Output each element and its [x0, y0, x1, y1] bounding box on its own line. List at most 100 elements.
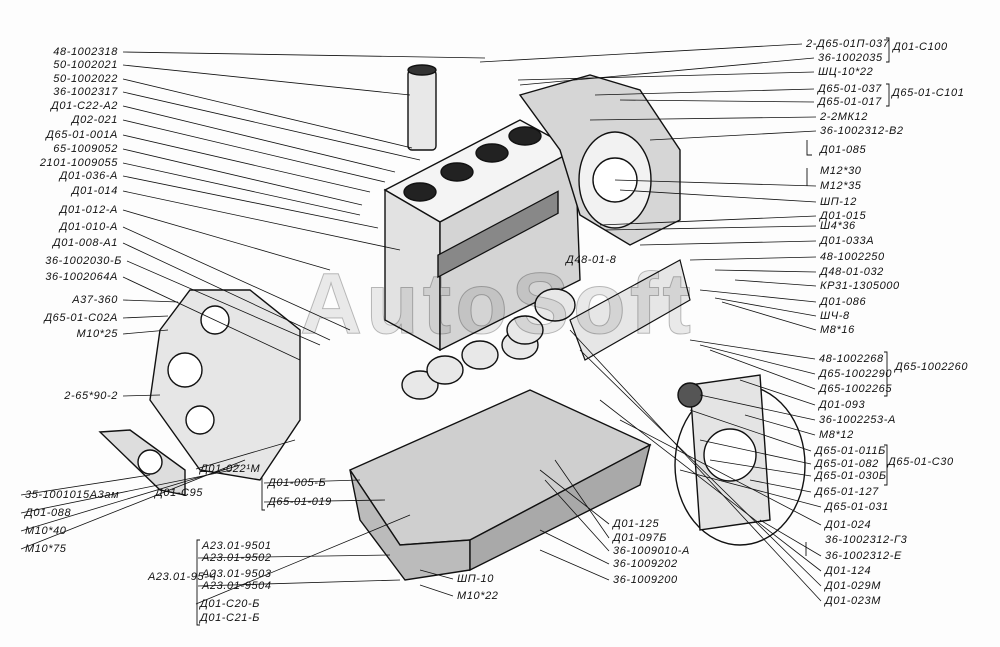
part-label: Д01-036-А — [59, 170, 118, 182]
part-label: КР31-1305000 — [820, 280, 900, 292]
part-label: 36-1002035 — [818, 52, 883, 64]
part-label: Д01-С20-Б — [200, 598, 261, 610]
leader-line — [20, 459, 246, 550]
part-label: Д01-125 — [613, 518, 660, 530]
part-label: Д01-093 — [819, 399, 866, 411]
leader-line — [419, 584, 454, 597]
part-label: Д65-1002260 — [895, 361, 969, 373]
part-label: Д01-014 — [71, 185, 118, 197]
part-label: Д01-023М — [825, 595, 881, 607]
part-label: Д48-01-032 — [820, 266, 884, 278]
leader-line — [649, 130, 817, 141]
leader-line — [122, 78, 413, 149]
part-label: Д65-01-С02А — [44, 312, 118, 324]
part-label: Д01-008-А1 — [52, 237, 118, 249]
part-label: 36-1002312-Г3 — [825, 534, 908, 546]
leader-line — [122, 91, 421, 161]
leader-line — [122, 64, 411, 96]
leader-line — [619, 419, 822, 526]
part-label: 36-1009202 — [613, 558, 678, 570]
crankshaft — [401, 288, 576, 400]
part-label: 48-1002318 — [53, 46, 118, 58]
leader-line — [122, 190, 401, 251]
part-label: М12*35 — [820, 180, 862, 192]
part-label: Д65-01-127 — [815, 486, 879, 498]
leader-line — [122, 329, 169, 335]
leader-line — [122, 175, 379, 229]
part-label: Д01-029М — [825, 580, 881, 592]
leader-line — [122, 394, 161, 397]
part-label: Д01-124 — [825, 565, 872, 577]
leader-line — [689, 409, 812, 452]
part-label: Д01-С95 — [155, 487, 204, 499]
leader-line — [739, 379, 816, 406]
leader-line — [619, 99, 815, 103]
leader-line — [749, 479, 812, 493]
part-label: А23.01-9503 — [202, 568, 272, 580]
leader-line — [721, 301, 817, 331]
part-label: Д01-005-Б — [268, 477, 327, 489]
part-label: Д01-010-А — [59, 221, 118, 233]
part-label: М8*16 — [820, 324, 855, 336]
part-label: 36-1002312-Е — [825, 550, 902, 562]
leader-line — [539, 529, 610, 565]
part-label: 36-1002030-Б — [45, 255, 122, 267]
part-label: 36-1002317 — [53, 86, 118, 98]
leader-line — [599, 215, 817, 226]
part-label: ШЧ-8 — [820, 310, 850, 322]
leader-line — [195, 514, 411, 605]
leader-line — [122, 148, 363, 206]
leader-line — [122, 315, 169, 319]
part-label: Д65-01-037 — [818, 83, 882, 95]
leader-line — [122, 134, 371, 193]
part-label: 50-1002022 — [53, 73, 118, 85]
leader-line — [714, 297, 817, 317]
part-label: А23.01-9504 — [202, 580, 272, 592]
part-label: 65-1009052 — [53, 143, 118, 155]
leader-line — [689, 339, 816, 360]
leader-line — [699, 394, 816, 421]
leader-line — [122, 105, 396, 173]
cylinder-liner — [407, 64, 437, 151]
leader-line — [263, 479, 361, 484]
part-label: Д01-085 — [820, 144, 867, 156]
part-label: Д65-01-031 — [825, 501, 889, 513]
oil-pan-gasket — [569, 259, 691, 361]
bracket — [98, 429, 186, 496]
part-label: 36-1009200 — [613, 574, 678, 586]
leader-line — [759, 519, 822, 557]
part-label: Д01-022¹М — [200, 463, 261, 475]
part-label: Д02-021 — [71, 114, 118, 126]
part-label: Д65-1002290 — [819, 368, 893, 380]
part-label: 50-1002021 — [53, 59, 118, 71]
part-label: М10*22 — [457, 590, 499, 602]
part-label: М10*40 — [25, 525, 67, 537]
leader-line — [569, 329, 822, 602]
part-label: М8*12 — [819, 429, 854, 441]
part-label: Д65-01-С101 — [892, 87, 965, 99]
leader-line — [599, 399, 822, 572]
leader-line — [579, 349, 822, 587]
leader-line — [709, 349, 816, 390]
leader-line — [419, 569, 454, 580]
part-label: Д65-01-019 — [268, 496, 332, 508]
leader-lines — [20, 43, 822, 605]
leader-line — [699, 344, 816, 375]
leader-line — [709, 459, 812, 477]
part-label: Д01-С22-А2 — [51, 100, 118, 112]
part-label: 36-1002312-В2 — [820, 125, 904, 137]
leader-line — [122, 51, 486, 59]
leader-line — [699, 289, 817, 303]
part-label: М12*30 — [820, 165, 862, 177]
flywheel-housing — [518, 74, 681, 246]
leader-line — [122, 226, 351, 331]
part-label: Д01-033А — [820, 235, 875, 247]
leader-line — [539, 469, 610, 525]
leader-line — [589, 116, 817, 121]
leader-line — [122, 276, 301, 361]
part-label: Д65-01-082 — [815, 458, 879, 470]
leader-line — [517, 71, 815, 81]
part-label: ШП-12 — [820, 196, 857, 208]
